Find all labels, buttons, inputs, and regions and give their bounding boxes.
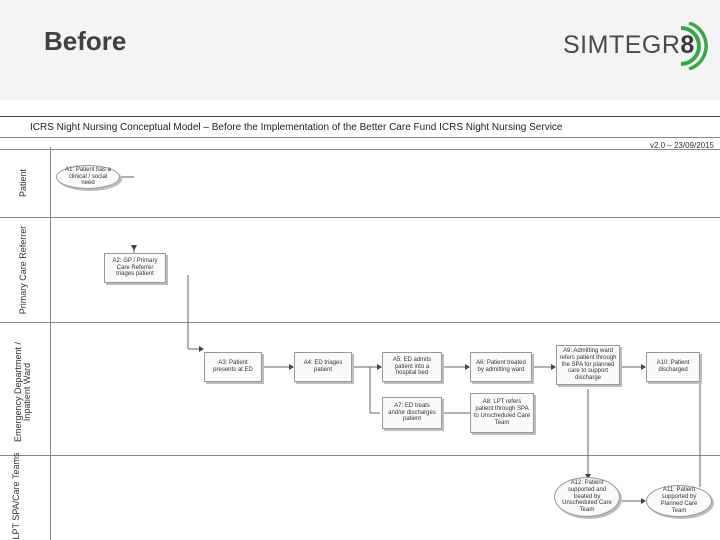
- diagram-version: v2.0 – 23/09/2015: [649, 141, 714, 150]
- title-divider: [0, 137, 720, 138]
- connectors: [120, 176, 701, 504]
- node-a10: A10: Patient discharged: [646, 352, 700, 382]
- node-a6: A6: Patient treated by admitting ward: [470, 352, 532, 382]
- header-divider: [0, 149, 720, 150]
- lane-divider: [0, 217, 720, 218]
- logo-wordmark: SIMTEGR: [563, 31, 681, 59]
- node-a5: A5: ED admits patient into a hospital be…: [382, 352, 442, 382]
- node-a7: A7: ED treats and/or discharges patient: [382, 397, 442, 429]
- node-a9: A9: Admitting ward refers patient throug…: [556, 345, 620, 385]
- node-a3: A3: Patient presents at ED: [204, 352, 262, 382]
- logo-digit: 8: [680, 31, 695, 59]
- diagram-title: ICRS Night Nursing Conceptual Model – Be…: [30, 122, 563, 133]
- lane-divider: [0, 322, 720, 323]
- node-a8: A8: LPT refers patient through SPA to Un…: [470, 393, 534, 433]
- node-a4: A4: ED triages patient: [294, 352, 352, 382]
- lane-divider: [0, 455, 720, 456]
- process-diagram: ICRS Night Nursing Conceptual Model – Be…: [0, 116, 720, 540]
- slide-title: Before: [44, 26, 127, 56]
- node-a11: A11: Patient supported by Planned Care T…: [646, 485, 712, 517]
- simtegr8-logo: SIMTEGR8: [563, 22, 713, 70]
- node-a1: A1: Patient has a clinical / social need: [56, 165, 120, 189]
- node-a2: A2: GP / Primary Care Referrer triages p…: [104, 253, 166, 283]
- lane-header-divider: [50, 147, 51, 540]
- logo-text: SIMTEGR8: [563, 31, 695, 60]
- node-a12: A12: Patient supported and treated by Un…: [554, 477, 620, 517]
- logo-arcs-icon: [680, 22, 708, 70]
- slide-header: [0, 0, 720, 100]
